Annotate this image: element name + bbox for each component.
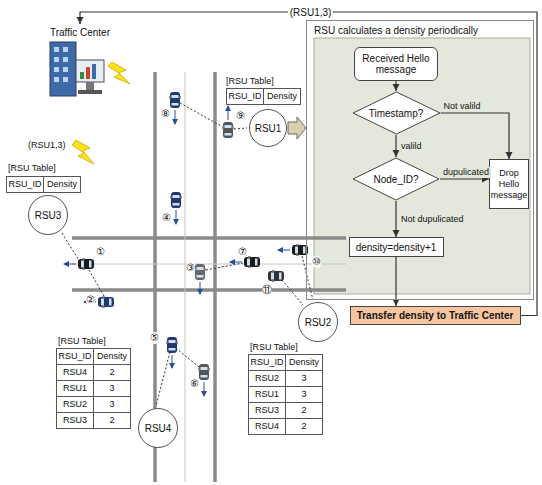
callout-number: ③ bbox=[186, 262, 195, 274]
edge-label: dupulicated bbox=[441, 167, 491, 178]
connector-line bbox=[395, 257, 396, 306]
wireless-bolt bbox=[72, 140, 94, 164]
decision-diamond: Timestamp? bbox=[352, 91, 441, 135]
table-cell: RSU2 bbox=[56, 396, 94, 413]
rsu-node: RSU2 bbox=[298, 302, 338, 342]
table-cell: RSU_ID bbox=[226, 88, 264, 105]
node-text: RSU3 bbox=[35, 210, 62, 221]
callout-number: ⑧ bbox=[161, 108, 170, 120]
diamond-shape bbox=[353, 92, 440, 134]
table-title: [RSU Table] bbox=[226, 76, 274, 87]
node-text: RSU2 bbox=[305, 317, 332, 328]
table-cell: 3 bbox=[93, 380, 131, 397]
arrowhead bbox=[506, 152, 513, 159]
table-cell: RSU3 bbox=[248, 402, 286, 419]
edge-label: Not valild bbox=[442, 101, 483, 112]
table-cell: 3 bbox=[93, 396, 131, 413]
rsu-node: RSU1 bbox=[249, 109, 287, 147]
table-cell: 2 bbox=[285, 402, 323, 419]
table-title: [RSU Table] bbox=[8, 163, 56, 174]
callout-number: ⑩ bbox=[312, 256, 321, 268]
connector bbox=[77, 12, 538, 316]
node-text: RSU1 bbox=[255, 123, 282, 134]
panel-ground bbox=[306, 20, 534, 300]
transfer-box: Transfer density to Traffic Center bbox=[350, 306, 521, 325]
connector-line bbox=[440, 178, 489, 179]
node-text: density=density+1 bbox=[356, 242, 437, 253]
table-cell: 2 bbox=[285, 418, 323, 435]
callout-number: ⑤ bbox=[150, 332, 159, 344]
callout-number: ④ bbox=[162, 212, 171, 224]
table-cell: Density bbox=[93, 348, 131, 365]
arrowhead bbox=[77, 17, 84, 24]
heading-arrow bbox=[64, 106, 290, 396]
edge-label: (RSU1,3) bbox=[288, 7, 334, 18]
table-cell: 3 bbox=[285, 370, 323, 387]
node-text: Node_ID? bbox=[373, 174, 418, 185]
connector bbox=[393, 257, 400, 306]
node-text: Drop Hello message bbox=[490, 168, 528, 201]
node-text: Timestamp? bbox=[369, 108, 424, 119]
callout-number: ⑥ bbox=[190, 378, 199, 390]
callout-number: ⑪ bbox=[262, 284, 272, 296]
table-cell: RSU_ID bbox=[56, 348, 94, 365]
connector-line bbox=[80, 12, 537, 316]
table-cell: RSU_ID bbox=[248, 354, 286, 371]
node-text: Transfer density to Traffic Center bbox=[357, 310, 514, 321]
road bbox=[72, 72, 346, 482]
process-panel: RSU calculates a density periodicallyRec… bbox=[306, 20, 534, 300]
arrowhead bbox=[393, 84, 400, 91]
table-cell: RSU_ID bbox=[6, 176, 44, 193]
edge-label: Not dupulicated bbox=[399, 214, 466, 225]
table-cell: RSU4 bbox=[248, 418, 286, 435]
rsu-node: RSU4 bbox=[138, 408, 178, 448]
table-cell: RSU1 bbox=[56, 380, 94, 397]
connector-line bbox=[441, 113, 510, 159]
table-cell: 2 bbox=[93, 412, 131, 429]
process-box: density=density+1 bbox=[349, 237, 444, 257]
table-cell: 2 bbox=[93, 364, 131, 381]
node-text: RSU calculates a density periodically bbox=[307, 21, 533, 40]
table-cell: RSU3 bbox=[56, 412, 94, 429]
traffic-center-icon bbox=[50, 42, 104, 96]
callout-number: ② bbox=[86, 294, 95, 306]
table-title: [RSU Table] bbox=[250, 342, 298, 353]
wireless-bolt bbox=[108, 62, 130, 84]
traffic-center: Traffic Center bbox=[40, 24, 120, 100]
callout-number: ⑦ bbox=[238, 246, 247, 258]
decision-diamond: Node_ID? bbox=[352, 157, 440, 201]
node-text: RSU4 bbox=[145, 423, 172, 434]
fat-arrow bbox=[288, 117, 306, 139]
node-text: Traffic Center bbox=[50, 24, 110, 38]
callout-number: ① bbox=[96, 246, 105, 258]
table-cell: Density bbox=[263, 88, 301, 105]
callout-number: ⑨ bbox=[236, 110, 245, 122]
arrowhead bbox=[393, 230, 400, 237]
table-cell: RSU2 bbox=[248, 370, 286, 387]
vehicle bbox=[78, 92, 308, 380]
arrowhead bbox=[393, 299, 400, 306]
table-cell: RSU4 bbox=[56, 364, 94, 381]
start-box: Received Hello message bbox=[354, 47, 438, 81]
drop-box: Drop Hello message bbox=[489, 159, 529, 209]
diamond-shape bbox=[353, 158, 439, 200]
node-text: Received Hello message bbox=[355, 53, 437, 75]
table-title: [RSU Table] bbox=[58, 336, 106, 347]
table-cell: RSU1 bbox=[248, 386, 286, 403]
connector bbox=[441, 113, 513, 159]
table-cell: Density bbox=[285, 354, 323, 371]
connector bbox=[288, 117, 306, 139]
flow-ground bbox=[314, 38, 530, 294]
v2v-link bbox=[62, 103, 313, 406]
rsu-node: RSU3 bbox=[28, 195, 68, 235]
table-cell: Density bbox=[43, 176, 81, 193]
message-label: (RSU1,3) bbox=[28, 140, 66, 151]
table-cell: 3 bbox=[285, 386, 323, 403]
connector bbox=[393, 81, 400, 91]
edge-label: valild bbox=[399, 141, 424, 152]
